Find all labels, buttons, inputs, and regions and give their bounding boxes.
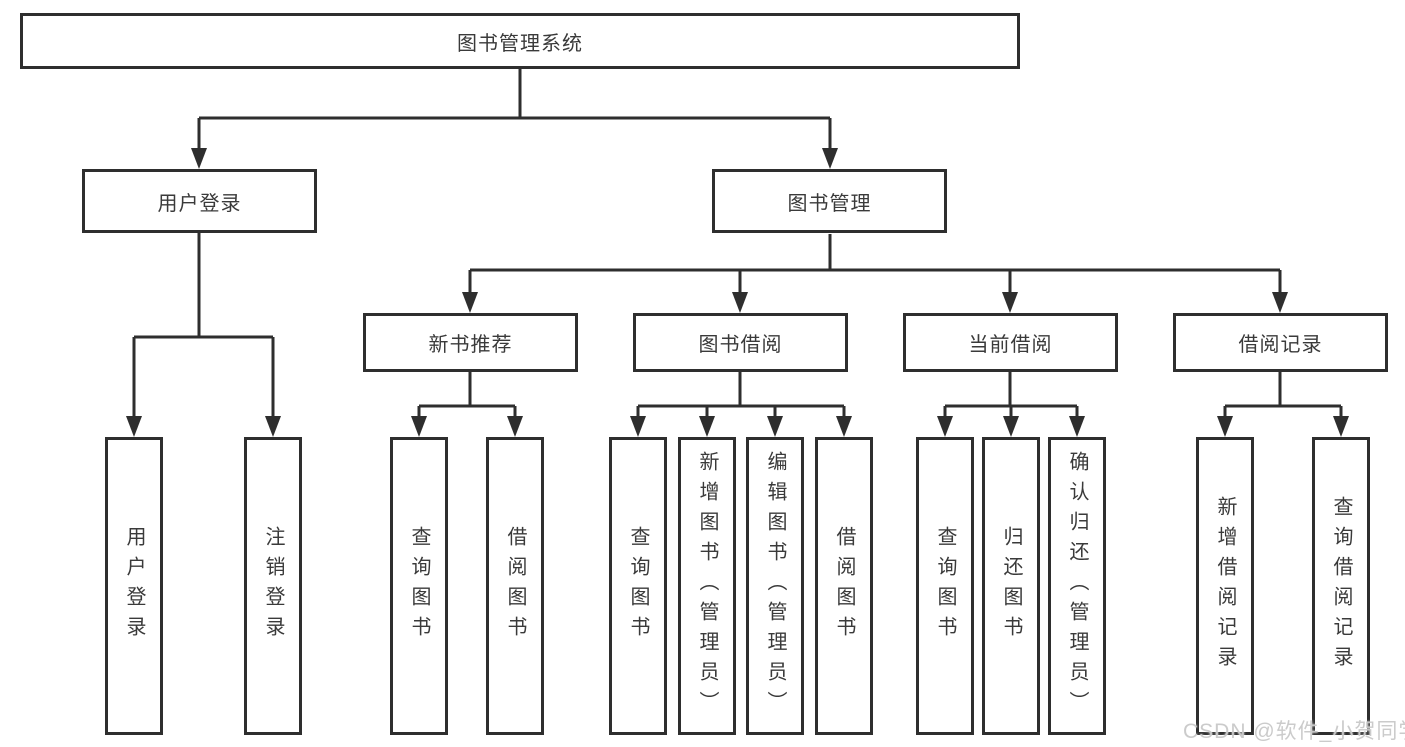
watermark: CSDN @软件_小贺同学: [1183, 720, 1405, 743]
leaf-bb-borrow-books: 借阅图书: [815, 437, 873, 735]
arrowhead-icon: [1217, 416, 1233, 437]
leaf-logout: 注销登录: [244, 437, 302, 735]
leaf-label: 用户登录: [123, 526, 145, 646]
leaf-label: 新增借阅记录: [1214, 496, 1236, 676]
arrow-shafts: [132, 118, 1343, 423]
node-label: 当前借阅: [968, 334, 1053, 356]
connector-trunks: [132, 69, 1343, 423]
leaf-bb-query-books: 查询图书: [609, 437, 667, 735]
leaf-label: 注销登录: [262, 526, 284, 646]
leaf-br-add-record: 新增借阅记录: [1196, 437, 1254, 735]
node-new-book-recommendation: 新书推荐: [363, 313, 578, 372]
arrowhead-icon: [462, 292, 478, 313]
leaf-user-login: 用户登录: [105, 437, 163, 735]
leaf-label: 查询图书: [408, 526, 430, 646]
arrowhead-icon: [630, 416, 646, 437]
arrowhead-icon: [1002, 292, 1018, 313]
leaf-cb-query-books: 查询图书: [916, 437, 974, 735]
node-label: 新书推荐: [428, 334, 513, 356]
leaf-label: 编辑图书（管理员）: [764, 451, 786, 721]
leaf-label: 借阅图书: [833, 526, 855, 646]
arrow-heads: [126, 148, 1349, 437]
leaf-label: 查询图书: [934, 526, 956, 646]
trunk-root: [199, 69, 830, 120]
leaf-nbr-query-books: 查询图书: [390, 437, 448, 735]
arrowhead-icon: [411, 416, 427, 437]
leaf-label: 查询图书: [627, 526, 649, 646]
leaf-label: 查询借阅记录: [1330, 496, 1352, 676]
arrowhead-icon: [191, 148, 207, 169]
root-label: 图书管理系统: [457, 32, 583, 55]
arrowhead-icon: [507, 416, 523, 437]
arrowhead-icon: [1272, 292, 1288, 313]
arrowhead-icon: [822, 148, 838, 169]
node-user-login: 用户登录: [82, 169, 317, 233]
node-root: 图书管理系统: [20, 13, 1020, 69]
node-label: 用户登录: [157, 192, 242, 215]
node-book-management: 图书管理: [712, 169, 947, 233]
arrowhead-icon: [1333, 416, 1349, 437]
leaf-cb-return-books: 归还图书: [982, 437, 1040, 735]
arrowhead-icon: [265, 416, 281, 437]
arrowhead-icon: [699, 416, 715, 437]
node-label: 借阅记录: [1238, 334, 1323, 356]
node-book-borrowing: 图书借阅: [633, 313, 848, 372]
leaf-label: 借阅图书: [504, 526, 526, 646]
arrowhead-icon: [1003, 416, 1019, 437]
leaf-label: 新增图书（管理员）: [696, 451, 718, 721]
leaf-nbr-borrow-books: 借阅图书: [486, 437, 544, 735]
arrowhead-icon: [126, 416, 142, 437]
leaf-cb-confirm-return-admin: 确认归还（管理员）: [1048, 437, 1106, 735]
arrowhead-icon: [836, 416, 852, 437]
trunk-lvl3-stems: [468, 372, 1282, 406]
leaf-bb-edit-books-admin: 编辑图书（管理员）: [746, 437, 804, 735]
arrowhead-icon: [937, 416, 953, 437]
trunk-user-login-split: [134, 233, 273, 339]
leaf-bb-add-books-admin: 新增图书（管理员）: [678, 437, 736, 735]
node-label: 图书借阅: [698, 334, 783, 356]
arrowhead-icon: [732, 292, 748, 313]
node-borrowing-records: 借阅记录: [1173, 313, 1388, 372]
leaf-br-query-record: 查询借阅记录: [1312, 437, 1370, 735]
leaf-label: 确认归还（管理员）: [1066, 451, 1088, 721]
arrowhead-icon: [767, 416, 783, 437]
node-label: 图书管理: [787, 192, 872, 215]
leaf-label: 归还图书: [1000, 526, 1022, 646]
node-current-borrowing: 当前借阅: [903, 313, 1118, 372]
arrowhead-icon: [1069, 416, 1085, 437]
trunk-book-management-split: [470, 234, 1280, 272]
